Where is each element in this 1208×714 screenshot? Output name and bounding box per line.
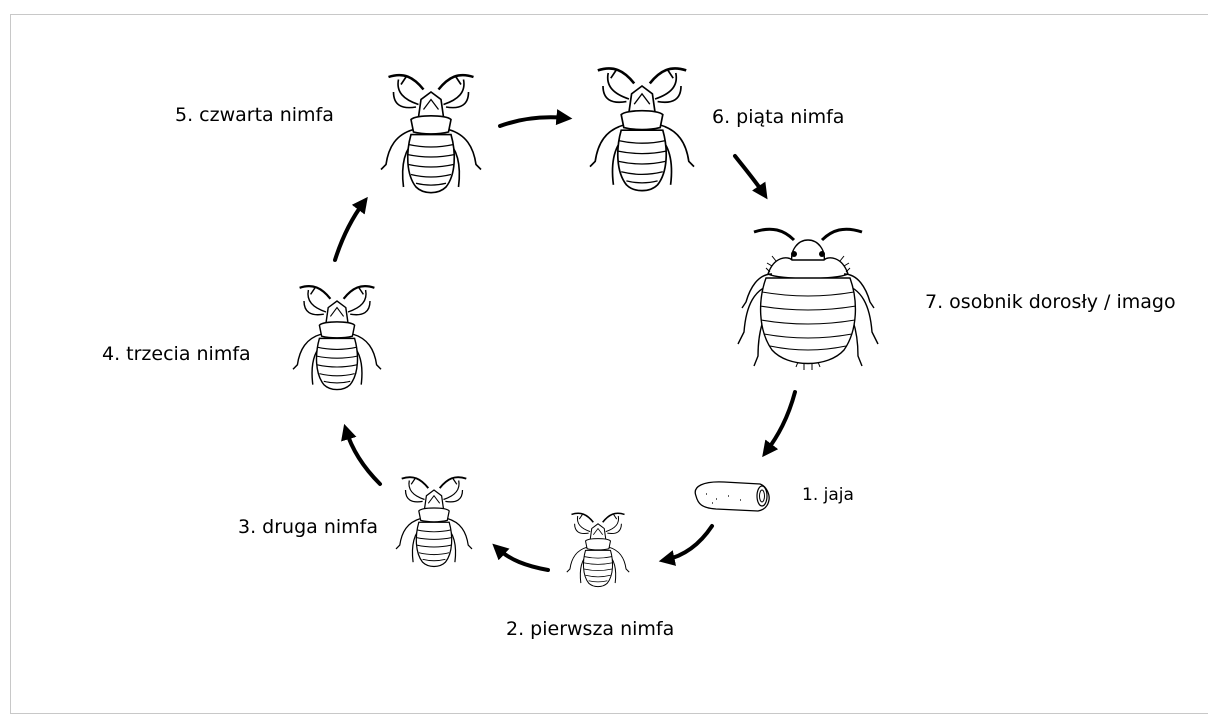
nymph1-icon — [567, 513, 629, 586]
stage-label-nymph3: 4. trzecia nimfa — [102, 345, 251, 364]
stage-label-nymph4: 5. czwarta nimfa — [175, 106, 334, 125]
nymph3-icon — [293, 286, 381, 389]
arrow-nymph3-to-nymph4-icon — [335, 202, 364, 260]
stage-label-egg: 1. jaja — [802, 487, 854, 504]
stage-label-nymph1: 2. pierwsza nimfa — [506, 620, 674, 639]
adult-icon — [738, 229, 878, 370]
nymph4-icon — [381, 75, 481, 193]
arrow-nymph4-to-nymph5-icon — [500, 117, 566, 126]
nymph5-icon — [590, 68, 694, 190]
arrow-egg-to-nymph1-icon — [665, 526, 712, 560]
egg-icon — [695, 482, 769, 511]
stage-label-nymph5: 6. piąta nimfa — [712, 108, 844, 127]
nymph2-icon — [396, 477, 472, 566]
stage-label-nymph2: 3. druga nimfa — [238, 518, 378, 537]
arrow-nymph1-to-nymph2-icon — [497, 548, 548, 570]
arrow-adult-to-egg-icon — [766, 392, 795, 452]
arrow-nymph2-to-nymph3-icon — [346, 430, 380, 484]
arrow-nymph5-to-adult-icon — [735, 156, 764, 194]
stage-label-adult: 7. osobnik dorosły / imago — [925, 293, 1176, 312]
